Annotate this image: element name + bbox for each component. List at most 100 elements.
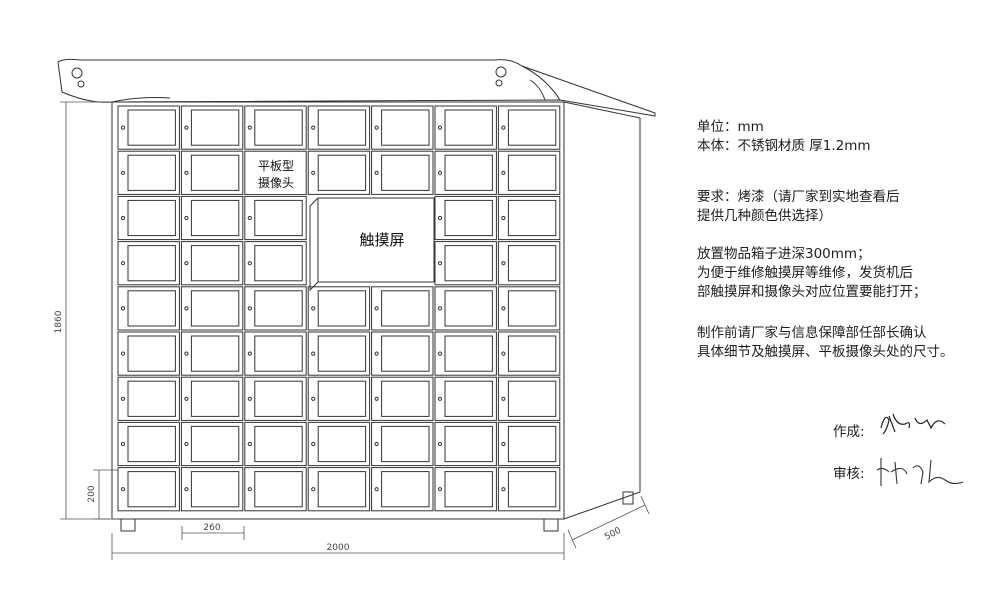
locker-window	[507, 199, 557, 237]
locker-window	[127, 154, 176, 191]
locker-door	[371, 286, 434, 331]
note-requirement-2: 提供几种颜色供选择）	[697, 208, 832, 224]
lock-icon	[501, 170, 506, 175]
locker-door	[434, 195, 497, 241]
locker-door	[434, 150, 497, 195]
locker-door	[117, 331, 180, 376]
lock-icon	[437, 487, 443, 492]
locker-door	[434, 467, 497, 512]
locker-door	[434, 421, 497, 467]
roof-outline	[57, 58, 656, 117]
locker-door	[497, 150, 561, 195]
lock-icon	[311, 170, 316, 175]
locker-door	[497, 286, 561, 331]
review-signature-row: 审核:	[833, 458, 964, 486]
lock-icon	[247, 351, 252, 356]
locker-door	[180, 467, 244, 512]
locker-door	[307, 150, 371, 195]
locker-window	[190, 199, 240, 237]
locker-door	[244, 421, 307, 467]
locker-door	[497, 105, 561, 150]
lock-icon	[184, 261, 189, 266]
lock-icon	[374, 125, 379, 130]
locker-door	[434, 331, 497, 376]
side-panel	[563, 101, 641, 520]
lock-icon	[120, 441, 126, 447]
locker-door	[307, 421, 371, 467]
author-signature	[880, 413, 946, 435]
lock-icon	[437, 215, 443, 221]
locker-door	[371, 331, 434, 376]
lock-icon	[247, 441, 252, 447]
camera-icon	[495, 66, 507, 78]
note-requirement-1: 要求：烤漆（请厂家到实地查看后	[697, 189, 900, 205]
locker-door	[371, 376, 434, 421]
locker-door	[180, 331, 244, 376]
leg	[120, 518, 136, 532]
locker-door	[117, 241, 180, 286]
lock-icon	[437, 351, 443, 356]
locker-window	[254, 109, 303, 146]
locker-window	[381, 471, 430, 508]
locker-door	[180, 150, 244, 195]
locker-window	[444, 471, 493, 508]
locker-window	[381, 380, 430, 417]
note-confirm-1: 制作前请厂家与信息保障部任部长确认	[697, 325, 927, 341]
locker-door	[180, 286, 244, 331]
locker-door	[307, 286, 371, 331]
lock-icon	[501, 125, 506, 130]
locker-door	[371, 150, 434, 195]
lock-icon	[184, 396, 189, 401]
locker-door	[180, 195, 244, 241]
lock-icon	[247, 261, 252, 266]
lock-icon	[120, 396, 126, 401]
leg	[543, 518, 559, 532]
lock-icon	[120, 261, 126, 266]
locker-window	[190, 154, 240, 191]
lock-icon	[184, 215, 189, 221]
locker-door	[117, 376, 180, 421]
lock-icon	[311, 396, 316, 401]
locker-window	[444, 290, 493, 327]
lock-icon	[247, 306, 252, 311]
svg-text:平板型: 平板型	[258, 159, 294, 173]
locker-window	[444, 109, 493, 146]
note-placement-1: 放置物品箱子进深300mm；	[697, 246, 871, 262]
locker-door	[497, 467, 561, 512]
lock-icon	[120, 170, 126, 175]
locker-window	[254, 380, 303, 417]
locker-window	[190, 109, 240, 146]
lock-icon	[247, 396, 252, 401]
locker-window	[190, 380, 240, 417]
locker-door	[497, 331, 561, 376]
locker-window	[127, 425, 176, 463]
locker-door	[497, 376, 561, 421]
locker-door	[117, 195, 180, 241]
lock-icon	[501, 351, 506, 356]
locker-window	[254, 290, 303, 327]
lock-icon	[437, 396, 443, 401]
locker-door	[244, 467, 307, 512]
locker-door	[244, 105, 307, 150]
lock-icon	[120, 351, 126, 356]
lock-icon	[247, 215, 252, 221]
locker-window	[381, 290, 430, 327]
locker-door	[434, 286, 497, 331]
lock-icon	[501, 396, 506, 401]
lock-icon	[311, 351, 316, 356]
locker-door	[117, 150, 180, 195]
locker-door	[371, 421, 434, 467]
author-signature-row: 作成:	[833, 413, 946, 440]
locker-window	[381, 154, 430, 191]
locker-door	[117, 467, 180, 512]
locker-window	[317, 425, 367, 463]
lock-icon	[311, 125, 316, 130]
dim-height-label: 1860	[54, 310, 64, 333]
locker-door	[244, 241, 307, 286]
author-label: 作成:	[833, 424, 865, 440]
locker-drawing: 触摸屏 平板型 摄像头 1860 2000 500 260 200	[54, 58, 656, 560]
lock-icon	[184, 306, 189, 311]
locker-window	[127, 245, 176, 282]
locker-window	[127, 290, 176, 327]
lock-icon	[501, 441, 506, 447]
